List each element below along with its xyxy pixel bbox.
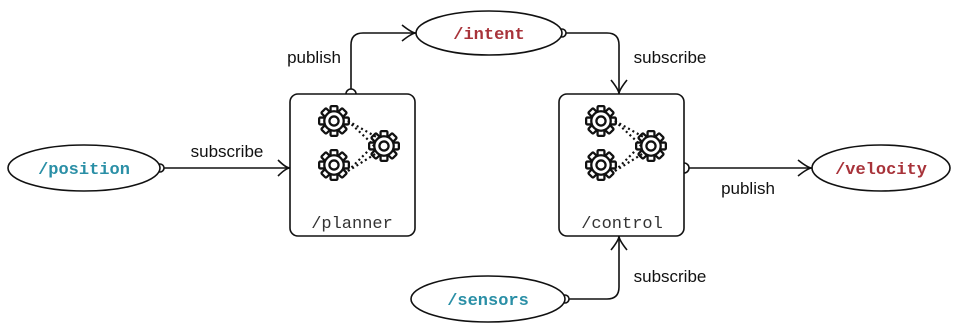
topic-intent-label: /intent [453, 26, 524, 45]
edge-planner-to-intent [350, 32, 416, 94]
topic-sensors[interactable]: /sensors [410, 275, 566, 323]
topic-velocity[interactable]: /velocity [811, 144, 951, 192]
topic-velocity-label: /velocity [835, 161, 927, 180]
topic-intent[interactable]: /intent [415, 10, 563, 56]
edge-socket [683, 162, 690, 174]
edge-label-publish: publish [721, 179, 775, 198]
node-planner[interactable]: /planner [289, 93, 416, 237]
edge-socket [345, 88, 357, 95]
edge-label-subscribe: subscribe [634, 267, 707, 286]
edge-sensors-to-control [565, 236, 620, 300]
node-planner-label: /planner [311, 215, 393, 234]
edge-label-subscribe: subscribe [191, 142, 264, 161]
edge-label-subscribe: subscribe [634, 48, 707, 67]
node-control[interactable]: /control [558, 93, 685, 237]
topic-sensors-label: /sensors [447, 292, 529, 311]
topic-position-label: /position [38, 161, 130, 180]
node-control-label: /control [581, 215, 663, 234]
edge-label-publish: publish [287, 48, 341, 67]
topic-position[interactable]: /position [7, 144, 161, 192]
edge-intent-to-control [562, 32, 620, 94]
